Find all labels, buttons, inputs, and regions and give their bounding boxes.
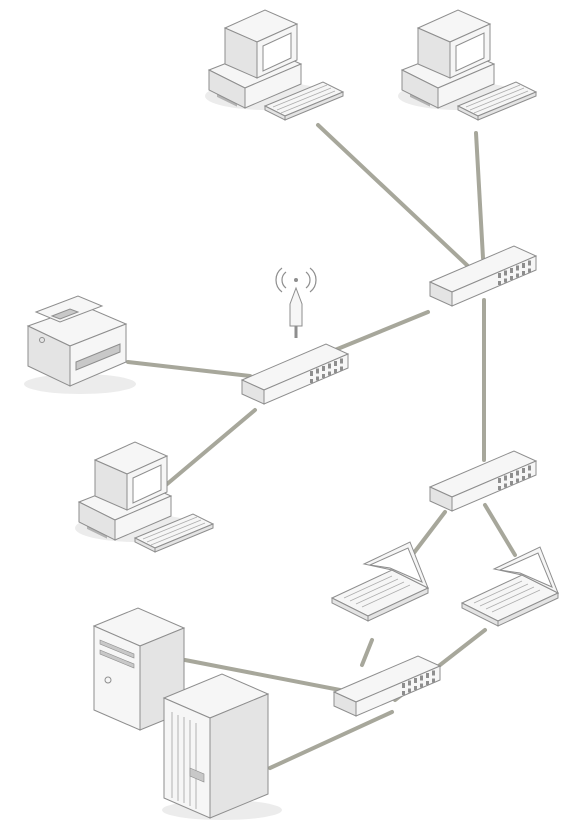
link-printer-to-wireless-access-point [126,360,252,378]
laptop-right-laptop [461,546,559,627]
network-links [126,123,517,770]
link-desktop-top-right-to-switch-core [474,131,485,260]
link-server-large-to-switch-bottom [268,710,394,770]
wireless-antenna-icon [274,266,318,340]
link-switch-middle-to-laptop-left [408,510,447,560]
link-desktop-left-to-wireless-access-point [158,408,257,492]
server-large-server [161,673,283,821]
desktop-computer-icon [74,441,214,553]
laptop-icon [461,546,559,627]
desktop-computer-icon [397,9,537,121]
link-server-small-to-switch-bottom [183,658,342,692]
switch-bottom-network-switch [333,655,441,717]
link-desktop-top-left-to-switch-core [316,123,472,270]
network-switch-icon [333,655,441,717]
desktop-top-right-desktop-computer [397,9,537,121]
link-laptop-left-to-switch-bottom [360,638,374,667]
wireless-switch-icon [241,343,349,405]
wireless-access-point-wireless-switch [241,266,349,405]
laptop-left-laptop [331,541,429,622]
desktop-top-left-desktop-computer [204,9,344,121]
printer-printer [23,295,137,395]
desktop-computer-icon [204,9,344,121]
server-icon [161,673,283,821]
network-devices [23,9,559,821]
desktop-left-desktop-computer [74,441,214,553]
link-switch-core-to-wireless-access-point [333,310,430,352]
printer-icon [23,295,137,395]
laptop-icon [331,541,429,622]
link-switch-middle-to-laptop-right [483,503,517,557]
